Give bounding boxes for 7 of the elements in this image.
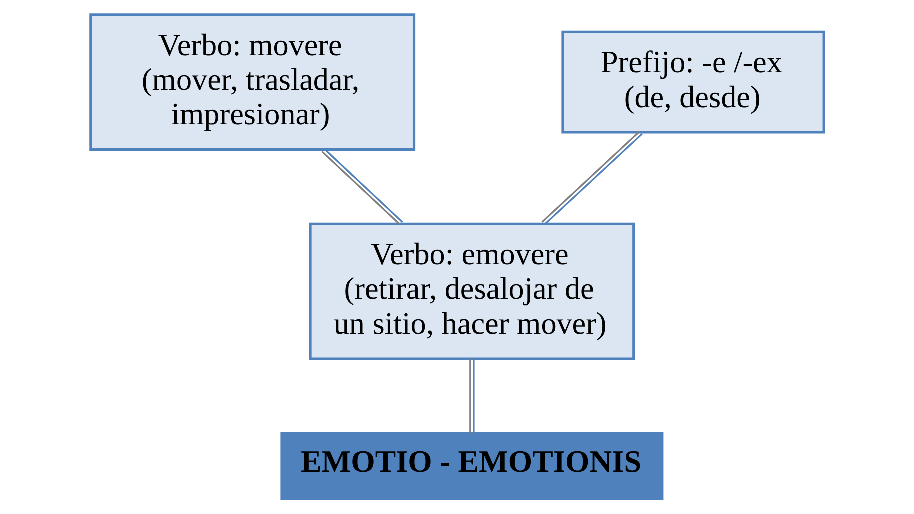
node-box: EMOTIO - EMOTIONIS: [280, 432, 664, 500]
node-box: Prefijo: -e /-ex (de, desde): [561, 30, 825, 134]
connector: [469, 360, 474, 434]
connector: [541, 130, 642, 226]
connector: [321, 148, 403, 226]
node-box: Verbo: emovere (retirar, desalojar de un sitio, hacer mover): [308, 222, 635, 360]
node-box: Verbo: movere (mover, trasladar, impresionar): [89, 14, 416, 152]
